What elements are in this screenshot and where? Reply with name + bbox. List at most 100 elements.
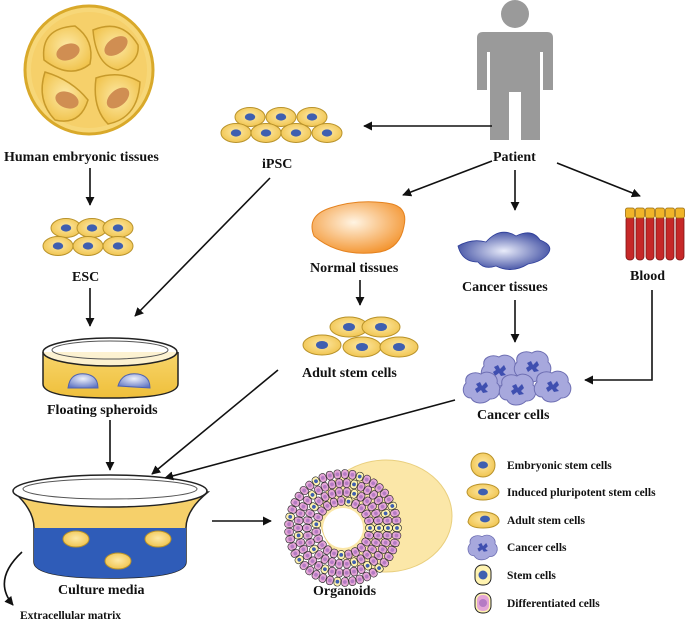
organoid-cell	[294, 555, 304, 565]
organoid-cell	[363, 561, 373, 571]
organoid-cell	[355, 471, 364, 482]
organoid-cell	[335, 478, 344, 488]
organoid-cell	[384, 552, 394, 561]
organoid-cell	[284, 528, 294, 536]
organoid-cell	[305, 538, 315, 547]
organoid-cell	[337, 550, 345, 560]
organoid-cell	[356, 503, 366, 513]
blood-tube-cap	[635, 207, 645, 219]
organoid-cell	[390, 538, 400, 547]
arrow-blood-to-cancer-cells	[584, 290, 653, 385]
organoid-cell	[383, 524, 393, 532]
organoid-cell	[320, 482, 330, 492]
organoid-cell	[327, 566, 337, 577]
blood-tube	[655, 215, 665, 261]
organoid-cell	[322, 545, 332, 555]
organoid-cell	[313, 512, 323, 522]
organoid-cell	[367, 544, 377, 554]
stem-cell-icon	[474, 564, 492, 586]
organoid-cell	[349, 479, 359, 490]
cancer-cell-cluster	[462, 350, 572, 406]
organoid-cell	[325, 470, 334, 481]
organoid-cell	[320, 564, 330, 574]
organoid-cell	[341, 469, 349, 479]
organoid-cell	[314, 496, 324, 506]
organoid-cell	[329, 497, 339, 508]
arrow-patient-to-normal	[402, 160, 493, 197]
cancer-cell-icon	[467, 534, 498, 561]
legend-item-embryonic-stem-cells: Embryonic stem cells	[470, 452, 612, 478]
organoid-cell	[302, 495, 313, 505]
organoid-cell	[355, 574, 364, 585]
organoid-cell	[290, 549, 301, 558]
organoid-cell	[356, 543, 366, 553]
organoid-cell	[362, 550, 372, 560]
organoid-cell	[325, 575, 334, 586]
cancer-cells-label: Cancer cells	[477, 408, 550, 423]
organoid-cell	[382, 516, 393, 525]
ipsc-cell-cluster	[220, 107, 343, 143]
organoid-cell	[341, 577, 349, 587]
organoid-cell	[356, 482, 366, 492]
organoid-cell	[337, 496, 345, 506]
organoid-cell	[377, 545, 388, 554]
organoid-cell	[305, 565, 315, 576]
organoid-cell	[287, 505, 298, 514]
organoid-cell	[335, 568, 344, 578]
legend-label: Stem cells	[507, 570, 556, 582]
embryo-icon	[23, 4, 155, 136]
blood-tubes-icon	[625, 207, 685, 261]
organoid-cell	[314, 550, 324, 560]
blood-label: Blood	[630, 269, 665, 284]
arrow-cancer-to-media	[164, 399, 456, 481]
organoid-cell	[367, 502, 377, 512]
organoid-cell	[303, 516, 313, 525]
legend-item-cancer-cells: Cancer cells	[467, 534, 567, 561]
legend-item-stem-cells: Stem cells	[474, 564, 556, 586]
blood-tube	[635, 215, 645, 261]
arrow-adult-to-media	[151, 369, 279, 475]
organoid-cell	[302, 524, 312, 532]
legend-item-adult-stem-cells: Adult stem cells	[467, 511, 585, 529]
organoid-cell	[284, 520, 294, 528]
organoid-icon	[284, 459, 453, 587]
organoid-cell	[327, 479, 337, 490]
esc-label: ESC	[72, 270, 99, 285]
culture-media-label: Culture media	[58, 583, 144, 598]
organoid-cell	[349, 566, 359, 577]
organoid-cell	[391, 516, 402, 525]
organoid-cell	[295, 538, 306, 547]
blood-tube-cap	[645, 207, 655, 219]
culture-media-dish	[12, 474, 211, 579]
organoid-cell	[380, 509, 391, 518]
organoid-cell	[382, 531, 393, 540]
blood-tube-cap	[655, 207, 665, 219]
blood-tube	[665, 215, 675, 261]
blood-tube	[675, 215, 685, 261]
organoid-cell	[320, 492, 330, 502]
organoid-cell	[322, 501, 332, 511]
patient-icon	[477, 0, 553, 140]
organoid-cell	[364, 516, 374, 525]
organoid-cell	[318, 473, 327, 483]
organoid-cell	[387, 501, 398, 511]
organoid-cell	[387, 545, 398, 555]
organoid-cell	[333, 469, 342, 480]
arrow-media-to-matrix	[3, 551, 23, 606]
organoid-cell	[311, 476, 321, 486]
organoid-cell	[373, 516, 383, 525]
organoid-cell	[349, 489, 359, 499]
organoid-cell	[371, 538, 381, 547]
floating-spheroids-label: Floating spheroids	[47, 403, 158, 418]
organoid-cell	[377, 502, 388, 511]
organoid-cell	[342, 478, 351, 488]
organoid-cell	[364, 531, 374, 540]
organoid-cell	[365, 524, 375, 532]
organoid-cell	[371, 509, 381, 518]
organoid-cell	[351, 499, 360, 509]
organoid-cell	[368, 478, 378, 488]
organoid-cell	[362, 474, 371, 485]
ipsc-label: iPSC	[262, 157, 292, 172]
organoid-cell	[348, 576, 357, 586]
